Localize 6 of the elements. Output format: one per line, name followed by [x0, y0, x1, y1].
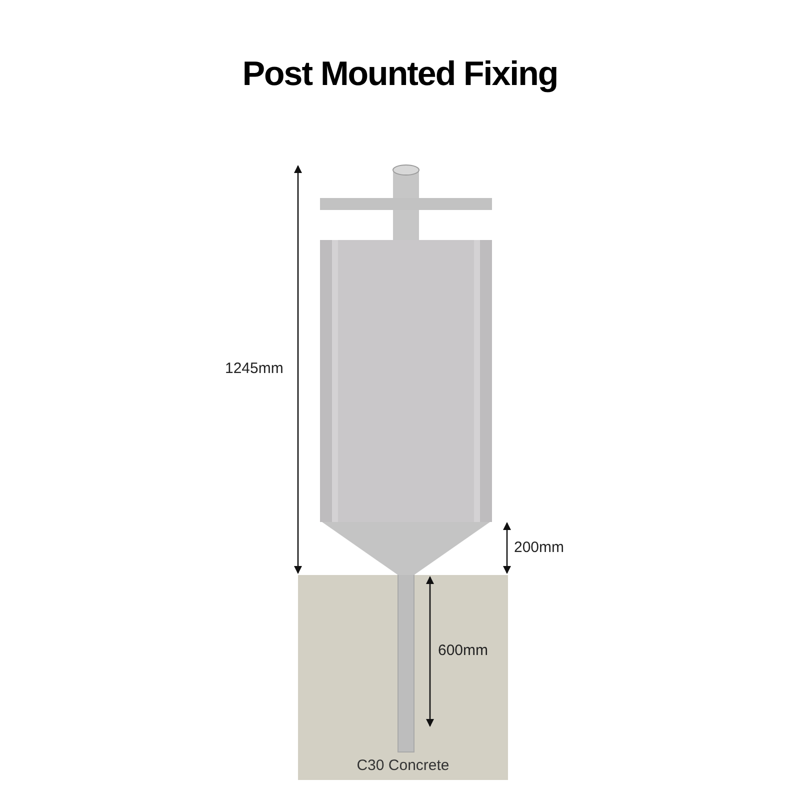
concrete-base [298, 575, 508, 780]
dimension-label: 600mm [438, 642, 488, 659]
concrete-label: C30 Concrete [356, 757, 450, 774]
dimension-label: 200mm [514, 539, 564, 556]
diagram-title: Post Mounted Fixing [241, 55, 559, 94]
dimension-label: 1245mm [225, 360, 284, 377]
